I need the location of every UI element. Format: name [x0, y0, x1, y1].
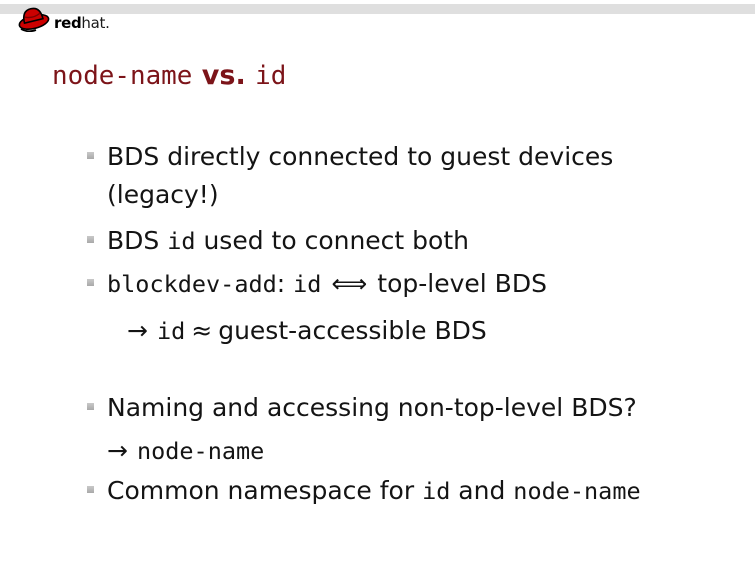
redhat-logo: redhat. — [15, 2, 110, 32]
text-segment: Common namespace for — [107, 476, 423, 505]
text-line: BDS id used to connect both — [107, 222, 469, 260]
redhat-hat-icon — [15, 2, 51, 32]
code-segment: id — [156, 317, 186, 345]
text-segment: : — [276, 269, 294, 298]
page-title: node-name vs. id — [52, 60, 286, 91]
text-segment: BDS — [107, 226, 168, 255]
text-line: Common namespace for id and node-name — [107, 472, 641, 510]
bullet-item-2: BDS id used to connect both — [87, 222, 469, 260]
bullet-square-icon — [87, 152, 94, 159]
bullet-square-icon — [87, 403, 94, 410]
code-segment: id — [167, 227, 196, 255]
bullet-square-icon — [87, 236, 94, 243]
bullet-item-1: BDS directly connected to guest devices … — [87, 138, 613, 214]
code-segment: node-name — [513, 477, 641, 505]
text-line: (legacy!) — [107, 180, 219, 209]
right-arrow-glyph: → — [107, 436, 128, 465]
text-line: → node-name — [107, 432, 637, 470]
logo-text-red: red — [54, 14, 82, 32]
bullet-item-3: blockdev-add: id ⟺ top-level BDS — [87, 265, 547, 303]
text-line: BDS directly connected to guest devices — [107, 142, 614, 171]
code-segment: blockdev-add — [107, 270, 277, 298]
bullet-item-5: Common namespace for id and node-name — [87, 472, 641, 510]
right-arrow-glyph: → — [127, 316, 148, 345]
text-segment: top-level BDS — [377, 269, 547, 298]
title-code-left: node-name — [52, 61, 193, 91]
text-segment: used to connect both — [195, 226, 469, 255]
code-segment: id — [422, 477, 451, 505]
logo-text: redhat. — [54, 16, 110, 32]
approx-glyph: ≈ — [191, 316, 213, 345]
title-code-right: id — [255, 61, 287, 91]
bullet-square-icon — [87, 486, 94, 493]
text-line: blockdev-add: id ⟺ top-level BDS — [107, 265, 547, 303]
double-arrow-glyph: ⟺ — [331, 269, 368, 298]
logo-text-hat: hat. — [81, 14, 110, 32]
text-line: Naming and accessing non-top-level BDS? — [107, 393, 637, 422]
code-segment: id — [293, 270, 322, 298]
title-vs: vs. — [192, 60, 256, 91]
arrow-subline: → id≈guest-accessible BDS — [127, 312, 487, 350]
bullet-square-icon — [87, 279, 94, 286]
bullet-item-4: Naming and accessing non-top-level BDS? … — [87, 389, 637, 470]
text-segment: and — [450, 476, 514, 505]
code-segment: node-name — [136, 437, 265, 465]
text-segment: guest-accessible BDS — [218, 316, 487, 345]
header-band — [0, 4, 755, 14]
